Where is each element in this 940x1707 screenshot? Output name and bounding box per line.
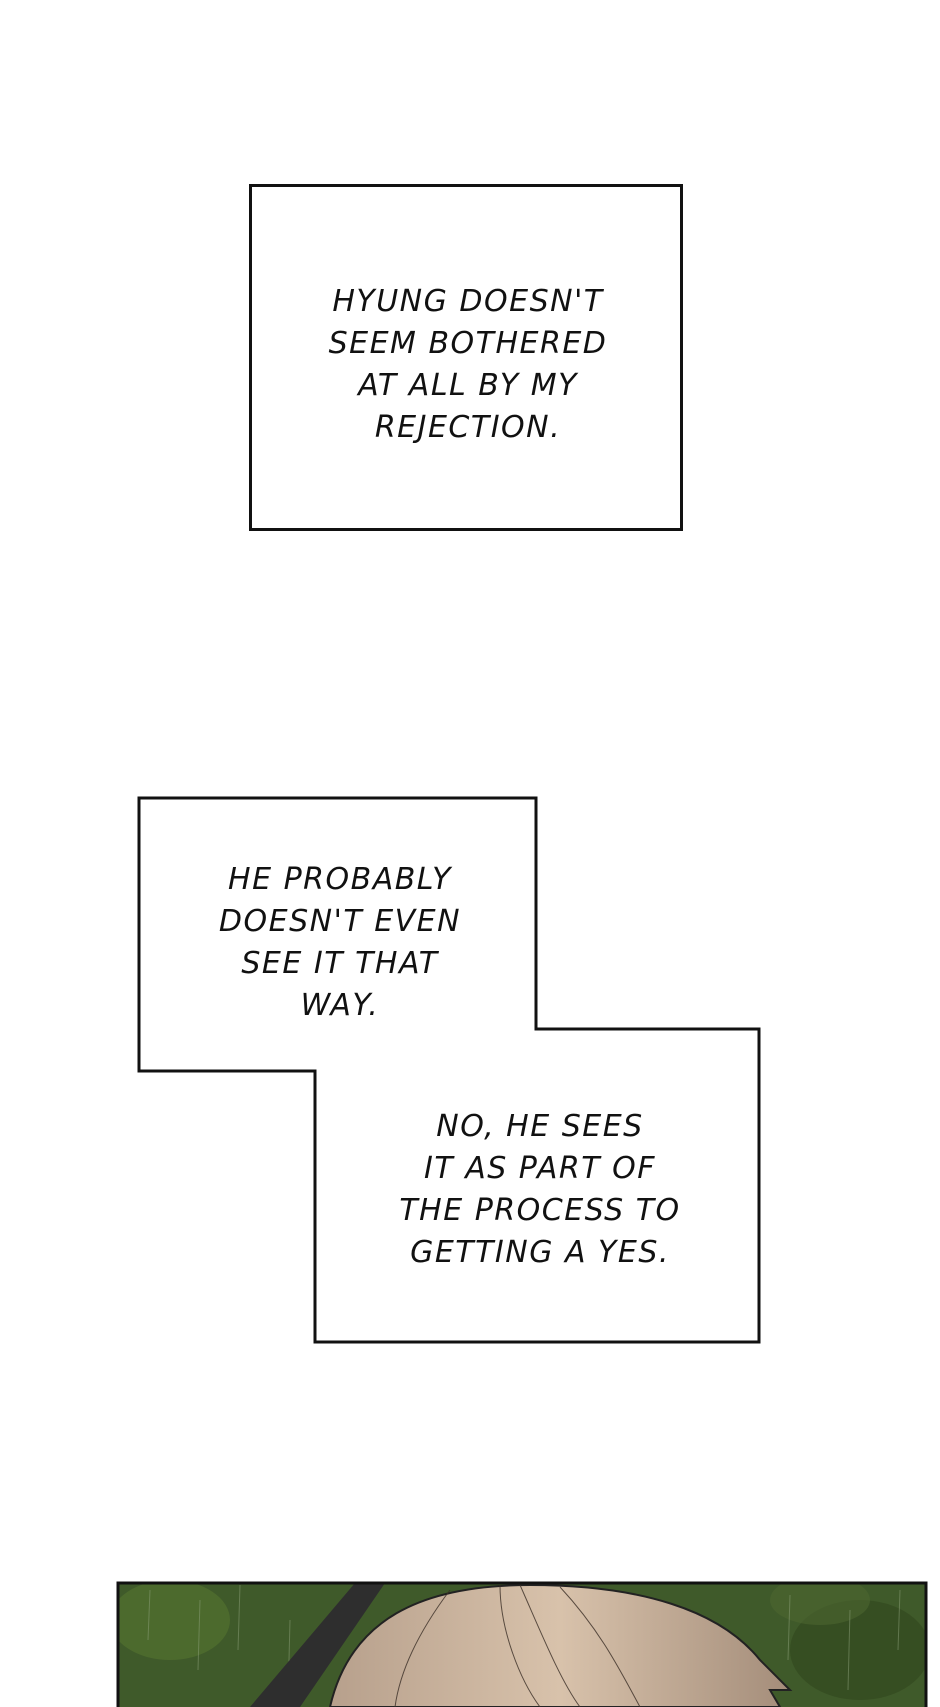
panel-border bbox=[116, 1581, 928, 1707]
caption-text-1: HYUNG DOESN'T SEEM BOTHERED AT ALL BY MY… bbox=[329, 281, 608, 449]
caption-line: GETTING A YES. bbox=[410, 1235, 670, 1270]
caption-line: REJECTION. bbox=[374, 410, 562, 445]
hair bbox=[328, 1583, 793, 1707]
caption-box-2 bbox=[137, 796, 761, 1344]
caption-line: NO, HE SEES bbox=[436, 1109, 644, 1144]
caption-text-2: HE PROBABLY DOESN'T EVEN SEE IT THAT WAY… bbox=[219, 859, 461, 1027]
caption-line: AT ALL BY MY bbox=[358, 368, 578, 403]
caption-line: SEE IT THAT bbox=[241, 946, 439, 981]
caption-box-1 bbox=[249, 184, 683, 531]
caption-line: IT AS PART OF bbox=[423, 1151, 657, 1186]
caption-line: HYUNG DOESN'T bbox=[332, 284, 604, 319]
caption-line: THE PROCESS TO bbox=[399, 1193, 681, 1228]
caption-line: DOESN'T EVEN bbox=[218, 904, 462, 939]
umbrella-edge bbox=[250, 1583, 385, 1707]
caption-text-3: NO, HE SEES IT AS PART OF THE PROCESS TO… bbox=[399, 1106, 680, 1274]
caption-line: WAY. bbox=[300, 988, 380, 1023]
caption-line: HE PROBABLY bbox=[228, 862, 452, 897]
caption-line: SEEM BOTHERED bbox=[328, 326, 608, 361]
